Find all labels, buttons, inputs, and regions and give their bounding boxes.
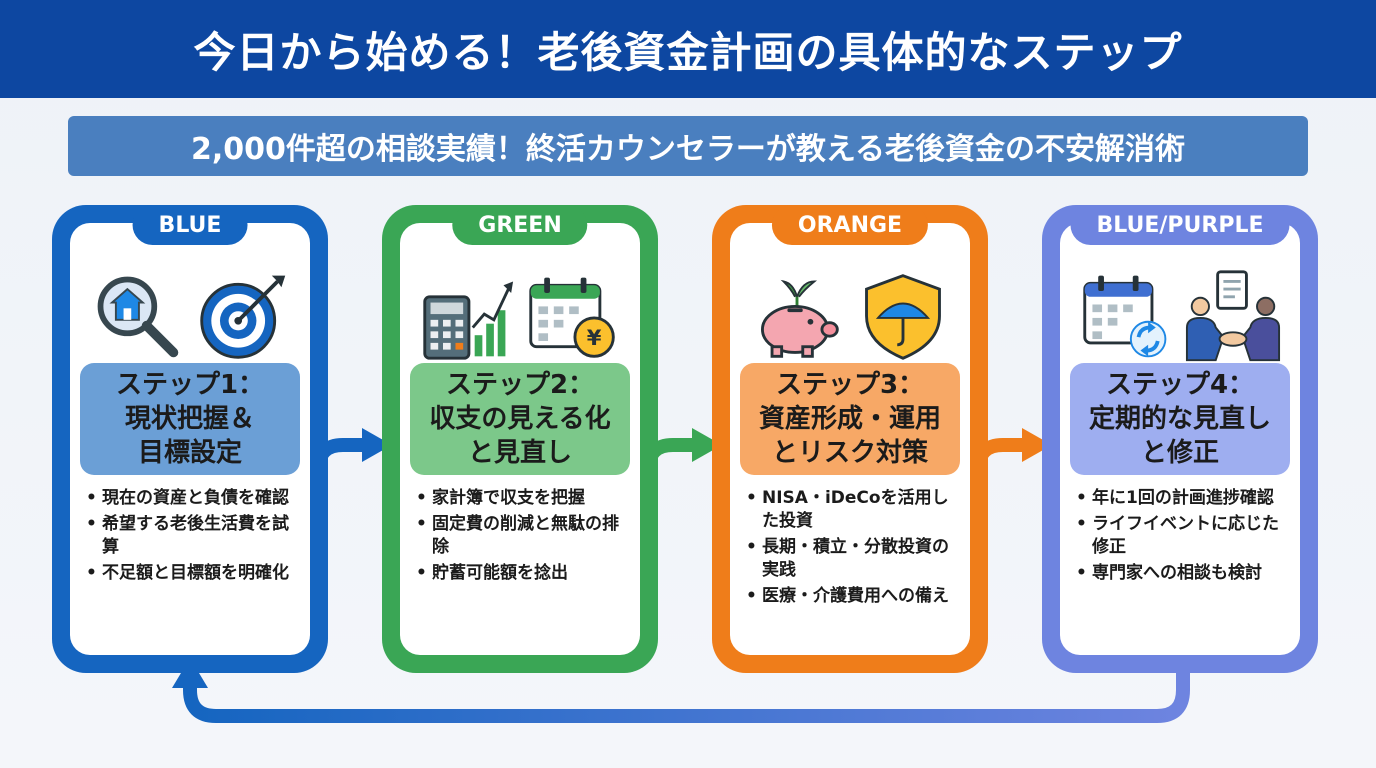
calendar-yen-icon: ¥ [529, 277, 615, 358]
step-3-color-tag: ORANGE [771, 205, 929, 245]
step-4-title-line-2: 定期的な見直し [1088, 404, 1271, 434]
step-card-1-body: BLUE ステップ1： 現状把握＆ 目標設定 現 [70, 205, 310, 655]
step-card-3: ORANGE ステップ3： 資産形成・運用 [712, 205, 988, 673]
arrow-loop-back [172, 658, 1190, 723]
step-2-title-line-2: 収支の見える化 [429, 404, 611, 434]
page-title: 今日から始める！老後資金計画の具体的なステップ [193, 27, 1183, 77]
arrow-step2-to-step3 [641, 428, 722, 647]
step-4-bullets: 年に1回の計画進捗確認 ライフイベントに応じた修正 専門家への相談も検討 [1076, 487, 1290, 588]
arrow-step1-to-step2 [311, 428, 392, 647]
header-banner: 今日から始める！老後資金計画の具体的なステップ [0, 0, 1376, 98]
list-item: 固定費の削減と無駄の排除 [416, 513, 630, 559]
list-item: ライフイベントに応じた修正 [1076, 513, 1290, 559]
step-1-title-line-3: 目標設定 [137, 438, 242, 468]
step-4-title: ステップ4： 定期的な見直し と修正 [1070, 363, 1290, 475]
list-item: 貯蓄可能額を捻出 [416, 562, 630, 585]
magnifier-house-icon [97, 276, 179, 358]
arrow-step3-to-step4 [971, 428, 1052, 647]
shield-umbrella-icon [865, 274, 941, 360]
step-card-4-body: BLUE/PURPLE [1060, 205, 1300, 655]
step-3-bullets: NISA・iDeCoを活用した投資 長期・積立・分散投資の実践 医療・介護費用へ… [746, 487, 960, 611]
list-item: 専門家への相談も検討 [1076, 562, 1290, 585]
list-item: 不足額と目標額を明確化 [86, 562, 300, 585]
step-3-title-line-3: とリスク対策 [771, 438, 928, 468]
step-1-color-tag: BLUE [132, 205, 248, 245]
step-2-icons: ¥ [400, 261, 640, 371]
list-item: NISA・iDeCoを活用した投資 [746, 487, 960, 533]
list-item: 長期・積立・分散投資の実践 [746, 536, 960, 582]
list-item: 現在の資産と負債を確認 [86, 487, 300, 510]
step-3-title-line-1: ステップ3： [775, 370, 925, 400]
subtitle-banner: 2,000件超の相談実績！終活カウンセラーが教える老後資金の不安解消術 [68, 116, 1308, 176]
step-card-3-body: ORANGE ステップ3： 資産形成・運用 [730, 205, 970, 655]
calculator-chart-icon [423, 281, 514, 360]
step-4-title-line-1: ステップ4： [1105, 370, 1255, 400]
list-item: 希望する老後生活費を試算 [86, 513, 300, 559]
step-4-icons [1060, 261, 1300, 371]
step-1-title: ステップ1： 現状把握＆ 目標設定 [80, 363, 300, 475]
piggy-bank-icon [761, 279, 839, 358]
step-1-icons [70, 261, 310, 371]
step-4-color-tag: BLUE/PURPLE [1070, 205, 1290, 245]
step-card-2: GREEN [382, 205, 658, 673]
subtitle-text: 2,000件超の相談実績！終活カウンセラーが教える老後資金の不安解消術 [191, 132, 1185, 167]
target-icon [200, 275, 286, 359]
calendar-refresh-icon [1083, 275, 1167, 358]
step-card-2-body: GREEN [400, 205, 640, 655]
step-1-title-line-2: 現状把握＆ [124, 404, 255, 434]
step-3-title: ステップ3： 資産形成・運用 とリスク対策 [740, 363, 960, 475]
step-2-bullets: 家計簿で収支を把握 固定費の削減と無駄の排除 貯蓄可能額を捻出 [416, 487, 630, 588]
svg-text:¥: ¥ [587, 325, 602, 350]
step-2-title: ステップ2： 収支の見える化 と見直し [410, 363, 630, 475]
step-3-title-line-2: 資産形成・運用 [758, 404, 941, 434]
step-3-icons [730, 261, 970, 371]
list-item: 医療・介護費用への備え [746, 585, 960, 608]
step-2-title-line-1: ステップ2： [445, 370, 595, 400]
step-card-4: BLUE/PURPLE [1042, 205, 1318, 673]
list-item: 家計簿で収支を把握 [416, 487, 630, 510]
step-2-title-line-3: と見直し [467, 438, 572, 468]
step-1-title-line-1: ステップ1： [115, 370, 265, 400]
step-card-1: BLUE ステップ1： 現状把握＆ 目標設定 現 [52, 205, 328, 673]
list-item: 年に1回の計画進捗確認 [1076, 487, 1290, 510]
step-1-bullets: 現在の資産と負債を確認 希望する老後生活費を試算 不足額と目標額を明確化 [86, 487, 300, 588]
step-2-color-tag: GREEN [452, 205, 588, 245]
step-4-title-line-3: と修正 [1140, 438, 1219, 468]
handshake-document-icon [1185, 270, 1281, 362]
